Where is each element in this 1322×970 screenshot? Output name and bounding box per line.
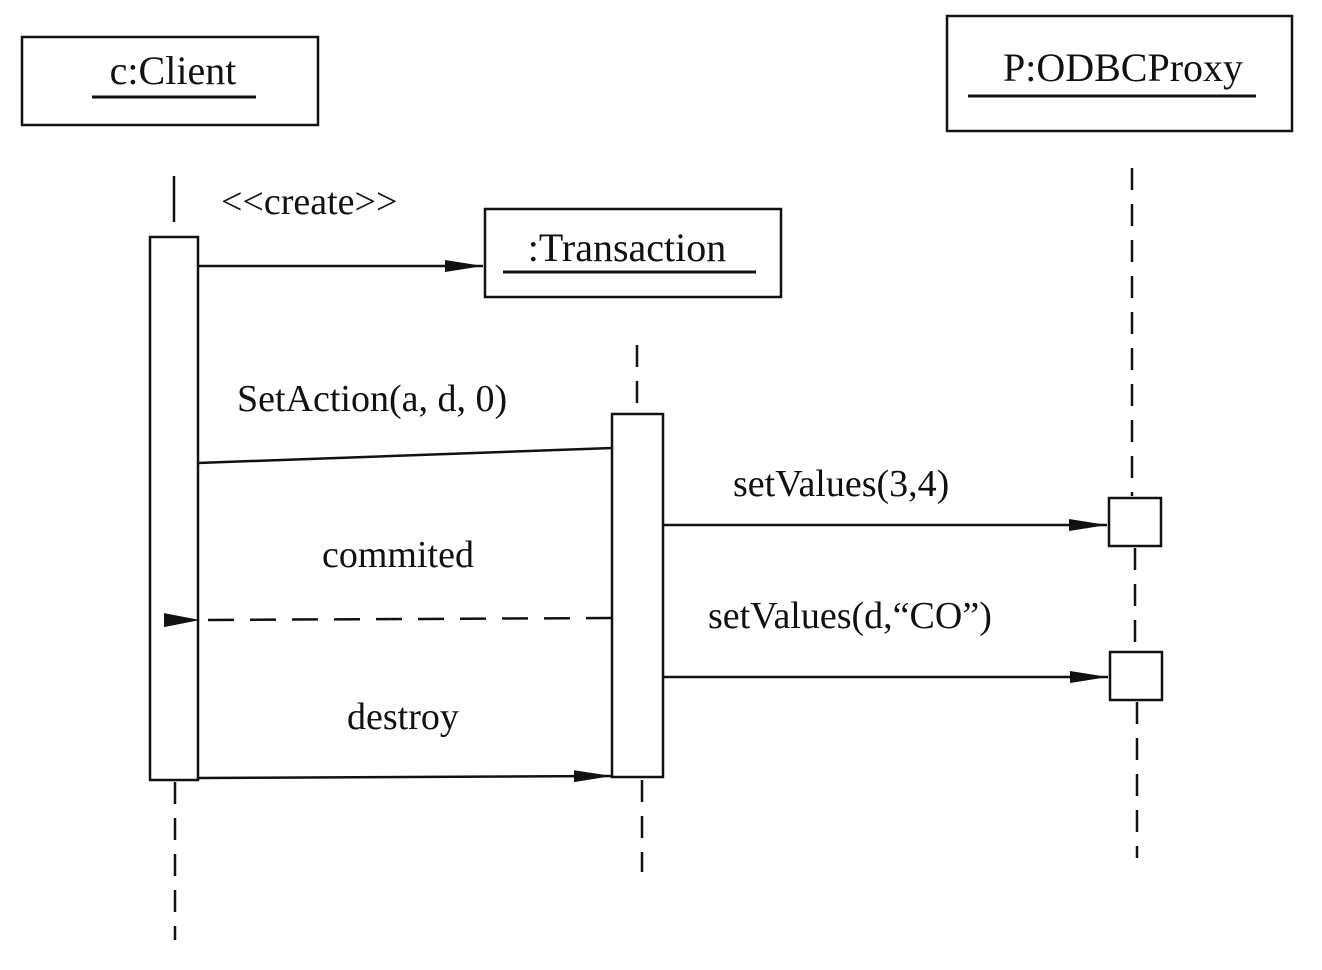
set-values-2-message-label: setValues(d,“CO”) bbox=[708, 595, 992, 637]
proxy-activation-box-2 bbox=[1108, 650, 1164, 702]
client-activation-bar bbox=[148, 235, 200, 782]
proxy-object-label: P:ODBCProxy bbox=[1003, 45, 1243, 90]
transaction-activation-bar bbox=[610, 412, 665, 779]
set-action-message-label: SetAction(a, d, 0) bbox=[237, 378, 507, 420]
proxy-object-box bbox=[945, 14, 1294, 133]
transaction-object-label: :Transaction bbox=[528, 225, 727, 270]
destroy-message-arrow bbox=[197, 770, 613, 783]
destroy-message-label: destroy bbox=[347, 696, 459, 738]
set-action-message-line bbox=[197, 446, 613, 465]
client-object-label: c:Client bbox=[110, 48, 237, 93]
transaction-object-box bbox=[483, 207, 783, 299]
commited-message-label: commited bbox=[322, 534, 474, 576]
proxy-object: P:ODBCProxy bbox=[945, 14, 1294, 133]
client-object-box bbox=[20, 35, 320, 127]
client-object: c:Client bbox=[20, 35, 320, 127]
create-message-label: <<create>> bbox=[221, 181, 397, 223]
commited-return-arrow bbox=[163, 613, 613, 628]
proxy-activation-box-1 bbox=[1107, 496, 1163, 548]
transaction-object: :Transaction bbox=[483, 207, 783, 299]
set-values-1-message-label: setValues(3,4) bbox=[733, 463, 949, 505]
